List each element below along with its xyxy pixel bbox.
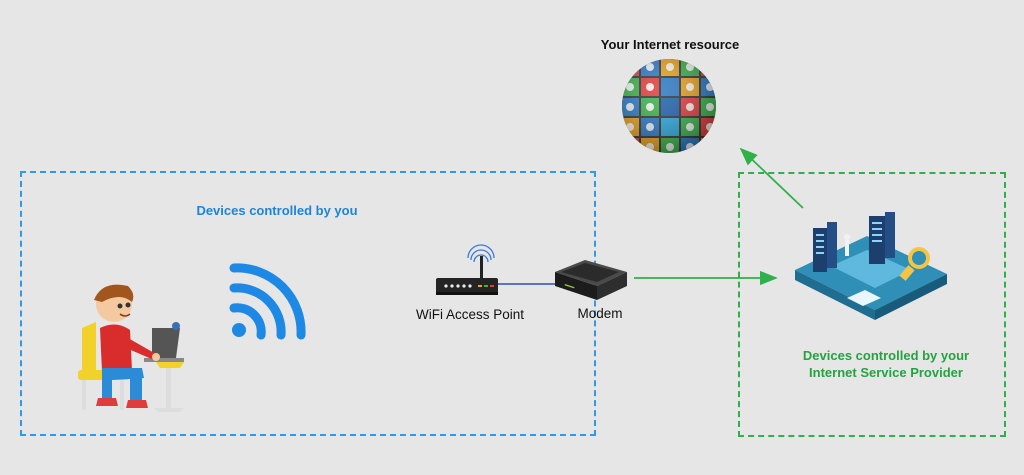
isp-devices-label: Devices controlled by your Internet Serv…	[770, 347, 1002, 381]
user-devices-boundary	[20, 171, 596, 436]
devices-you-label: Devices controlled by you	[196, 203, 358, 218]
isp-internet-arrow	[739, 147, 804, 209]
internet-resource-label: Your Internet resource	[600, 37, 740, 52]
modem-icon	[555, 260, 627, 300]
wifi-signal-icon	[229, 263, 306, 340]
isp-label-line2: Internet Service Provider	[809, 365, 963, 380]
wifi-router-icon	[436, 244, 498, 295]
isp-devices-boundary	[738, 172, 1006, 437]
modem-label: Modem	[577, 306, 623, 321]
isp-label-line1: Devices controlled by your	[802, 348, 970, 363]
isp-datacenter-icon	[795, 212, 947, 320]
user-at-laptop-icon	[78, 284, 184, 412]
social-media-globe-icon: f t in	[622, 59, 716, 153]
wifi-access-point-label: WiFi Access Point	[415, 307, 525, 322]
